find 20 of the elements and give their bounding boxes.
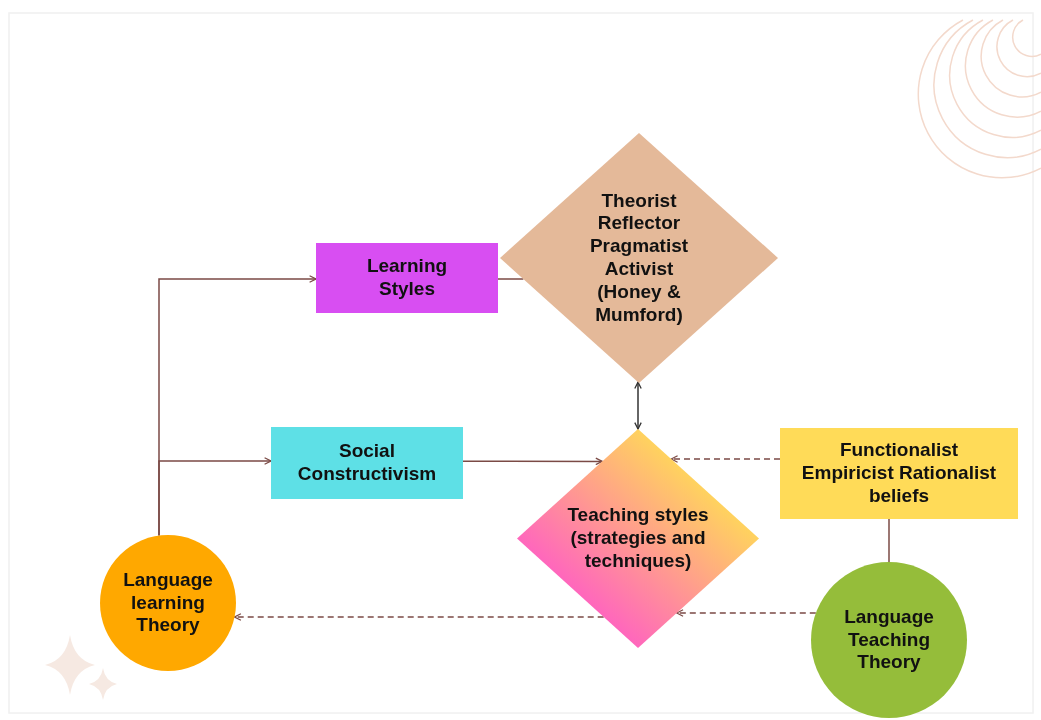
arrow bbox=[634, 381, 642, 430]
node-label: Social Constructivism bbox=[296, 440, 438, 486]
node-label: Functionalist Empiricist Rationalist beliefs bbox=[800, 439, 998, 508]
arrow bbox=[675, 609, 817, 617]
arrow bbox=[233, 613, 605, 621]
arrow bbox=[670, 455, 781, 463]
node-label: Teaching styles (strategies and techniques) bbox=[566, 504, 710, 573]
arrow bbox=[158, 457, 272, 537]
node-label: Theorist Reflector Pragmatist Activist (Honey & Mumford) bbox=[588, 189, 690, 327]
decision-diamond bbox=[517, 429, 759, 648]
connector-line bbox=[888, 518, 890, 563]
process-box bbox=[271, 427, 463, 499]
decision-diamond bbox=[500, 133, 778, 383]
connector-line bbox=[497, 278, 525, 280]
node-label: Language Teaching Theory bbox=[843, 605, 935, 675]
process-box bbox=[316, 243, 498, 313]
node-label: Learning Styles bbox=[365, 255, 449, 301]
node-label: Language learning Theory bbox=[122, 568, 214, 638]
process-box bbox=[780, 428, 1018, 519]
arrow bbox=[462, 457, 603, 466]
